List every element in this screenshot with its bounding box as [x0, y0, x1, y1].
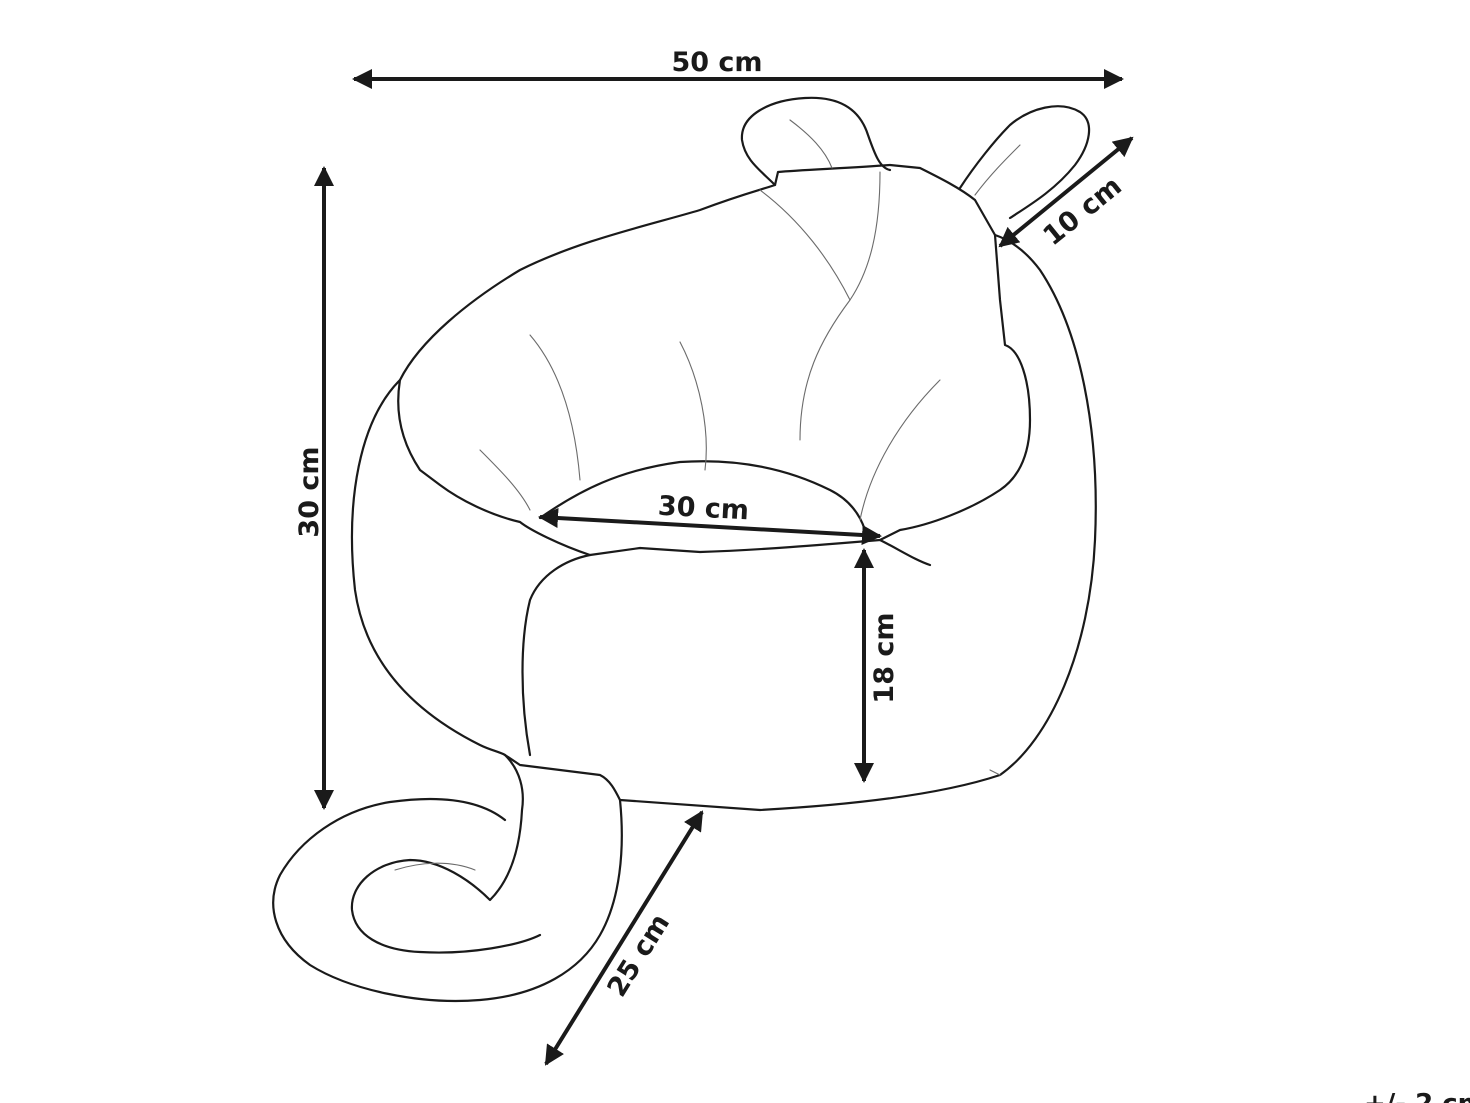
seat-height-label: 18 cm — [869, 612, 900, 703]
seat-width-dimension-line — [538, 508, 882, 545]
chair-body-outline — [350, 233, 1097, 812]
dimension-lines — [314, 69, 1134, 1066]
chair-seat-front — [521, 460, 932, 757]
tail-dimension-line — [544, 810, 704, 1066]
width-label: 50 cm — [671, 47, 762, 78]
ear-dimension-line — [998, 136, 1134, 248]
chair-left-ear — [740, 96, 892, 187]
tolerance-note: +/- 2 cm — [1364, 1089, 1470, 1103]
ear-label: 10 cm — [1037, 171, 1127, 252]
chair-backrest-outline — [397, 163, 1032, 557]
seat-width-label: 30 cm — [657, 491, 750, 527]
height-label: 30 cm — [294, 446, 325, 537]
chair-drawing — [272, 96, 1097, 1003]
